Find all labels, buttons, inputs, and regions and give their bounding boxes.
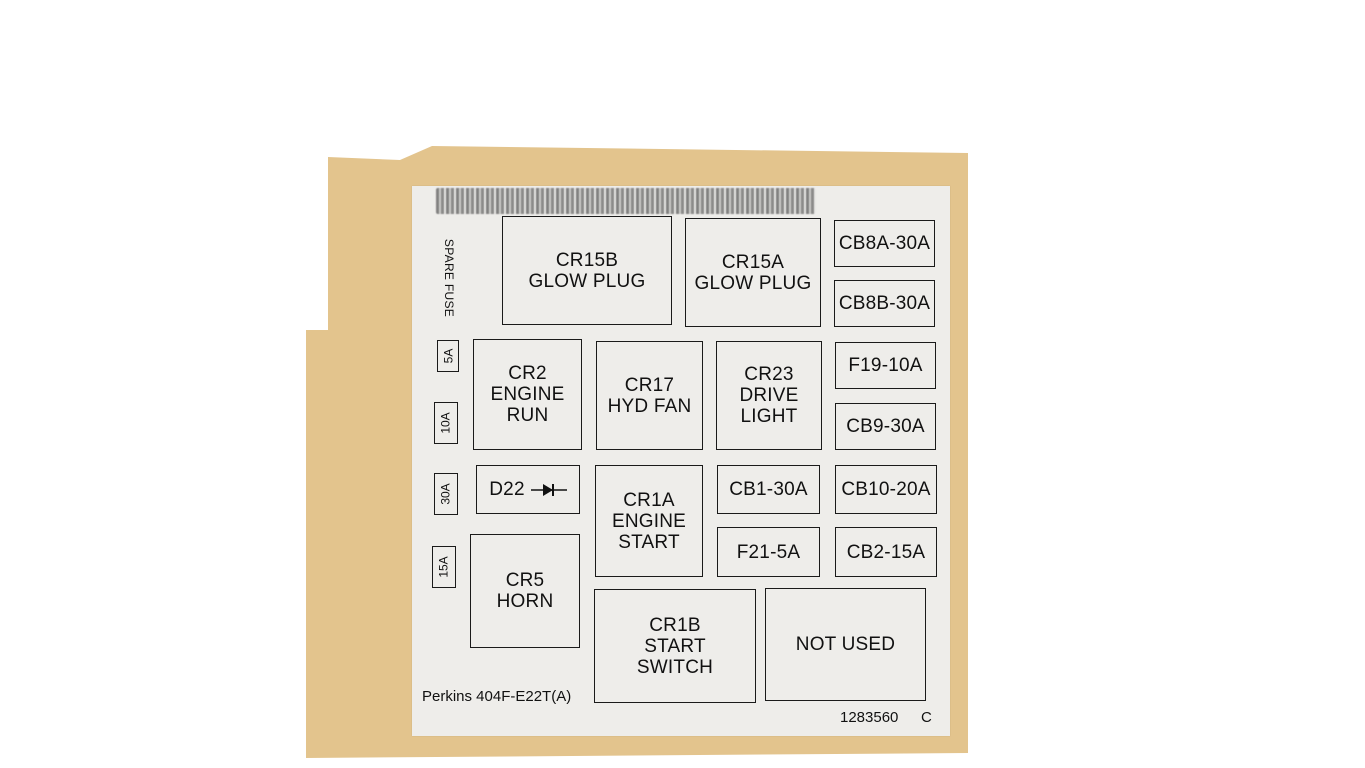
relay-cr15a: CR15A GLOW PLUG	[685, 218, 821, 327]
spare-fuse-10a: 10A	[434, 402, 458, 444]
relay-cr1a-desc-1: ENGINE	[611, 510, 687, 532]
spare-fuse-10a-label: 10A	[438, 412, 453, 434]
breaker-cb8a: CB8A-30A	[834, 220, 935, 267]
fuse-f19: F19-10A	[835, 342, 936, 389]
relay-cr17-desc: HYD FAN	[607, 395, 692, 417]
relay-cr23-id: CR23	[744, 364, 794, 385]
smudged-header-print	[436, 188, 816, 214]
spare-fuse-15a-label: 15A	[436, 556, 451, 578]
spare-fuse-title-text: SPARE FUSE	[442, 238, 457, 318]
breaker-cb2: CB2-15A	[835, 527, 937, 577]
spare-fuse-30a: 30A	[434, 473, 458, 515]
relay-cr23-desc-1: DRIVE	[739, 385, 799, 406]
fuse-label-sticker	[412, 186, 950, 736]
breaker-cb1-label: CB1-30A	[729, 479, 808, 500]
relay-cr2-desc-2: RUN	[506, 405, 549, 426]
breaker-cb10-label: CB10-20A	[841, 479, 931, 500]
spare-fuse-5a: 5A	[437, 340, 459, 372]
spare-fuse-title: SPARE FUSE	[436, 228, 462, 328]
relay-cr23-desc-2: LIGHT	[740, 406, 798, 427]
spare-fuse-5a-label: 5A	[441, 348, 455, 364]
relay-cr1a-desc-2: START	[618, 531, 680, 553]
breaker-cb2-label: CB2-15A	[846, 541, 926, 563]
relay-cr5-desc: HORN	[496, 591, 554, 612]
relay-cr15a-desc: GLOW PLUG	[694, 272, 812, 294]
breaker-cb8b-label: CB8B-30A	[838, 293, 931, 314]
relay-cr1b-id: CR1B	[649, 614, 701, 636]
diode-d22-label: D22	[489, 479, 525, 500]
engine-model-text: Perkins 404F-E22T(A)	[422, 688, 572, 705]
relay-cr5: CR5 HORN	[470, 534, 580, 648]
relay-cr1a: CR1A ENGINE START	[595, 465, 703, 577]
relay-cr15a-id: CR15A	[721, 251, 785, 273]
breaker-cb10: CB10-20A	[835, 465, 937, 514]
breaker-cb8b: CB8B-30A	[834, 280, 935, 327]
part-number-text: 1283560	[840, 709, 899, 726]
relay-cr15b-id: CR15B	[555, 249, 619, 271]
relay-cr1b: CR1B START SWITCH	[594, 589, 756, 703]
breaker-cb8a-label: CB8A-30A	[838, 233, 931, 254]
slot-not-used: NOT USED	[765, 588, 926, 701]
slot-not-used-label: NOT USED	[795, 634, 896, 655]
relay-cr5-id: CR5	[505, 570, 545, 591]
breaker-cb9-label: CB9-30A	[846, 416, 925, 437]
fuse-f21: F21-5A	[717, 527, 820, 577]
fuse-f21-label: F21-5A	[736, 541, 801, 563]
breaker-cb9: CB9-30A	[835, 403, 936, 450]
relay-cr2-desc-1: ENGINE	[490, 384, 565, 405]
spare-fuse-30a-label: 30A	[438, 483, 453, 505]
revision-text: C	[921, 709, 932, 726]
relay-cr2-id: CR2	[508, 363, 547, 384]
breaker-cb1: CB1-30A	[717, 465, 820, 514]
relay-cr15b: CR15B GLOW PLUG	[502, 216, 672, 325]
relay-cr17-id: CR17	[624, 374, 675, 396]
relay-cr15b-desc: GLOW PLUG	[528, 270, 646, 292]
diode-symbol-icon	[530, 483, 567, 496]
spare-fuse-15a: 15A	[432, 546, 456, 588]
relay-cr23: CR23 DRIVE LIGHT	[716, 341, 822, 450]
relay-cr2: CR2 ENGINE RUN	[473, 339, 582, 450]
relay-cr1a-id: CR1A	[623, 489, 675, 511]
diode-d22: D22	[476, 465, 580, 514]
relay-cr1b-desc-2: SWITCH	[636, 656, 714, 678]
fuse-f19-label: F19-10A	[848, 355, 923, 376]
relay-cr17: CR17 HYD FAN	[596, 341, 703, 450]
relay-cr1b-desc-1: START	[644, 635, 706, 657]
